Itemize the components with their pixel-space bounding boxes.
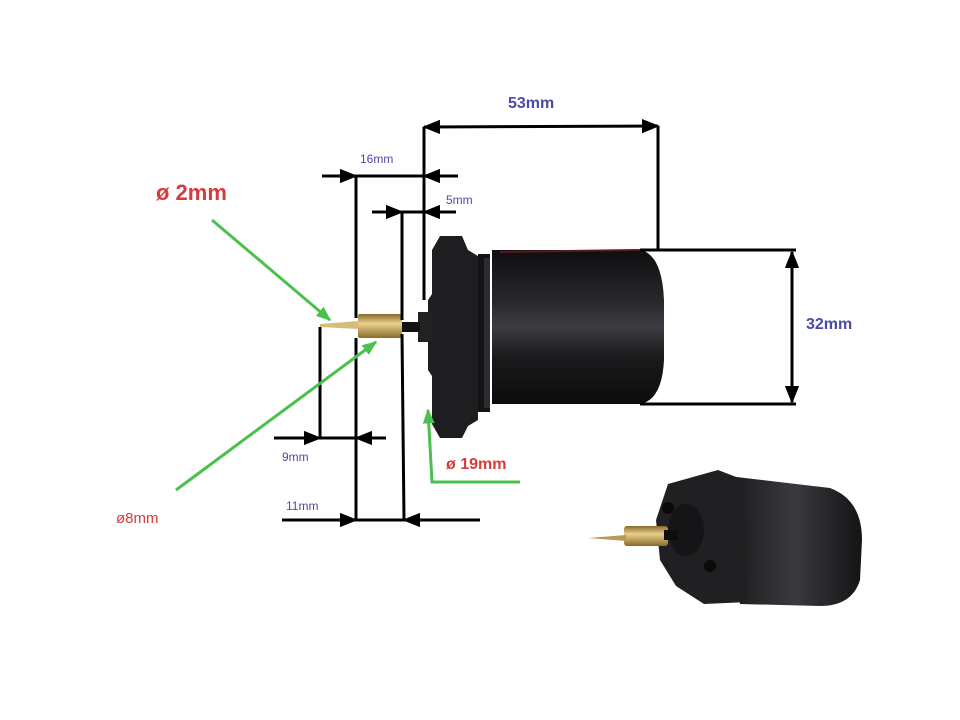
solenoid-side-view — [320, 236, 664, 438]
solenoid-perspective-view — [588, 470, 862, 606]
diameter-needle-tip-label: ø 2mm — [156, 180, 227, 205]
dim-flange-offset-label: 5mm — [446, 193, 473, 207]
dim-plunger-extension-label: 16mm — [360, 152, 394, 166]
dim-nozzle-length-label: 11mm — [286, 499, 319, 513]
dimension-lines — [274, 118, 800, 528]
diameter-flange-hub-label: ø 19mm — [446, 456, 507, 473]
diameter-brass-sleeve-label: ø8mm — [116, 510, 159, 527]
dim-overall-length-label: 53mm — [508, 95, 555, 112]
diameter-leaders — [175, 218, 520, 492]
dim-needle-length-label: 9mm — [282, 450, 309, 464]
dim-body-diameter-label: 32mm — [806, 316, 853, 333]
